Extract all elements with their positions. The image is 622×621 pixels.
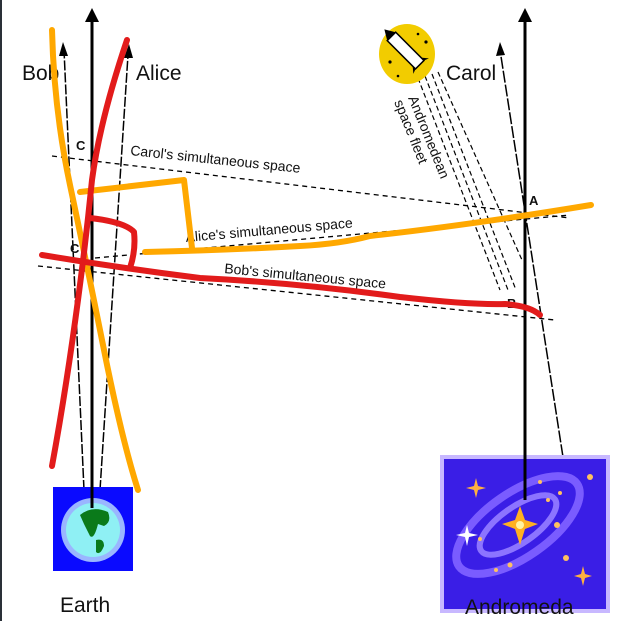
event-c-upper: C <box>76 138 86 153</box>
bob-simultaneous-line <box>37 265 556 321</box>
window-edge <box>0 0 2 621</box>
label-carol-space: Carol's simultaneous space <box>130 142 302 176</box>
label-earth: Earth <box>60 594 110 617</box>
alice-arrow-icon <box>124 44 133 58</box>
event-a: A <box>529 193 539 208</box>
bob-arrow-icon <box>59 42 68 56</box>
label-alice-space: Alice's simultaneous space <box>185 214 354 245</box>
orange-annotation <box>49 27 594 493</box>
andromeda-axis-arrow-icon <box>518 8 532 22</box>
earth-axis-arrow-icon <box>85 8 99 22</box>
carol-arrow-icon <box>496 42 505 56</box>
rocket-icon <box>379 24 435 84</box>
alice-worldline <box>99 54 129 491</box>
event-c-lower: C <box>70 241 80 256</box>
label-bob: Bob <box>22 62 59 85</box>
label-alice: Alice <box>136 62 182 85</box>
fleet-trails <box>417 71 523 291</box>
label-carol: Carol <box>446 62 496 85</box>
red-annotation <box>39 37 543 469</box>
carol-simultaneous-line <box>51 155 571 219</box>
carol-worldline <box>499 49 566 471</box>
label-andromeda: Andromeda <box>465 596 574 619</box>
